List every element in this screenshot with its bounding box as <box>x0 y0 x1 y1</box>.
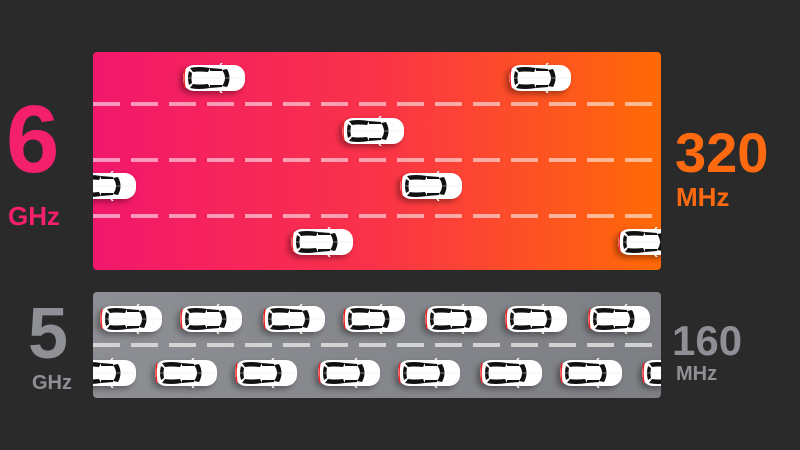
car-icon <box>641 358 661 388</box>
car-icon <box>587 304 651 334</box>
band-6ghz-bandwidth-unit: MHz <box>676 182 730 212</box>
car-icon <box>397 358 461 388</box>
road-6ghz <box>93 52 661 270</box>
car-icon <box>262 304 326 334</box>
car-icon <box>424 304 488 334</box>
band-5ghz-bandwidth: 160 <box>672 317 743 364</box>
road-5ghz <box>93 292 661 398</box>
car-icon <box>317 358 381 388</box>
car-icon <box>182 63 246 93</box>
car-icon <box>342 304 406 334</box>
band-5ghz-unit: GHz <box>32 372 72 394</box>
car-icon <box>234 358 298 388</box>
car-icon <box>508 63 572 93</box>
car-icon <box>559 358 623 388</box>
car-icon <box>399 171 463 201</box>
lane-divider <box>93 214 661 218</box>
band-6ghz-bandwidth: 320 <box>675 121 769 184</box>
lane-divider <box>93 102 661 106</box>
car-icon <box>93 171 137 201</box>
band-6ghz-unit: GHz <box>8 201 60 231</box>
car-icon <box>479 358 543 388</box>
band-6ghz-value: 6 <box>6 86 60 193</box>
band-5ghz-bandwidth-unit: MHz <box>676 363 718 385</box>
car-icon <box>154 358 218 388</box>
car-icon <box>99 304 163 334</box>
car-icon <box>504 304 568 334</box>
lane-divider <box>93 158 661 162</box>
car-icon <box>290 227 354 257</box>
car-icon <box>93 358 137 388</box>
lane-divider <box>93 343 661 347</box>
band-5ghz-value: 5 <box>28 294 69 374</box>
car-icon <box>341 116 405 146</box>
car-icon <box>179 304 243 334</box>
car-icon <box>617 227 661 257</box>
